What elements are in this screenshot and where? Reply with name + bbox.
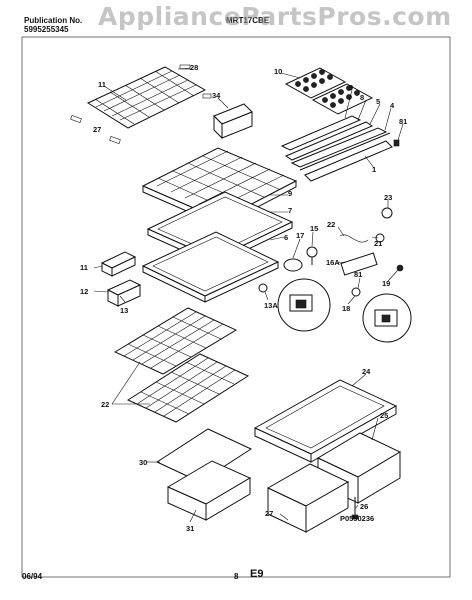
callout-label: 7 — [288, 206, 292, 215]
footer-date: 06/94 — [22, 572, 43, 581]
leader-lines — [93, 67, 404, 523]
callout-label: 27 — [265, 509, 273, 518]
dairy-bin — [213, 103, 253, 140]
callout-label: 1 — [372, 165, 376, 174]
crisper-cover-25 — [253, 379, 398, 463]
callout-label: 9 — [349, 83, 353, 92]
callout-label: 21 — [374, 239, 382, 248]
door-bin-12 — [100, 251, 137, 277]
meat-pan-cover-30 — [155, 428, 253, 483]
screw-27 — [351, 497, 359, 520]
callout-label: 28 — [190, 63, 198, 72]
callout-label: 10 — [274, 67, 282, 76]
callout-label: 22 — [327, 220, 335, 229]
callout-label: 11 — [98, 80, 106, 89]
thermostat-parts — [339, 207, 404, 276]
callout-label: 8 — [360, 93, 364, 102]
footer-page: 8 — [234, 572, 239, 581]
light-socket — [283, 246, 318, 272]
callout-label: 11 — [80, 263, 88, 272]
callout-label: 17 — [296, 231, 304, 240]
diagram-border — [21, 36, 451, 578]
callout-labels: 11 28 27 34 10 9 8 5 4 81 1 9 7 6 17 15 … — [80, 63, 407, 533]
callout-label: 22 — [101, 400, 109, 409]
callout-label: 9 — [288, 189, 292, 198]
egg-tray-1 — [284, 67, 347, 99]
wire-shelf-24a — [113, 307, 238, 375]
callout-label: 24 — [362, 367, 371, 376]
callout-label: 12 — [80, 287, 88, 296]
watermark: AppliancePartsPros.com — [98, 2, 452, 31]
detail-circle-14 — [258, 278, 331, 332]
shelf-frame-7 — [141, 231, 280, 303]
wire-shelf-upper — [86, 66, 207, 129]
crisper-rail-assembly — [280, 115, 400, 182]
callout-label: 34 — [212, 91, 221, 100]
callout-label: 81 — [399, 117, 407, 126]
callout-label: 23 — [384, 193, 392, 202]
shelf-bracket-right — [179, 64, 212, 99]
wire-shelf-24b — [126, 353, 250, 423]
door-bin-13 — [106, 279, 142, 307]
callout-label: 13 — [120, 306, 128, 315]
publication-label: Publication No. — [24, 16, 83, 25]
callout-label: 13A — [264, 301, 278, 310]
callout-label: 31 — [186, 524, 194, 533]
crisper-pan-28 — [266, 463, 350, 533]
part-code: P0590236 — [340, 514, 374, 523]
shelf-bracket-left — [70, 115, 121, 144]
callout-label: 27 — [93, 125, 101, 134]
callout-label: 25 — [380, 411, 388, 420]
callout-label: 15 — [310, 224, 318, 233]
callout-label: 16A — [326, 258, 340, 267]
callout-label: 19 — [382, 279, 390, 288]
callout-label: 6 — [284, 233, 288, 242]
callout-label: 81 — [354, 270, 362, 279]
callout-label: 30 — [139, 458, 147, 467]
footer-section: E9 — [250, 568, 264, 580]
callout-label: 4 — [390, 101, 395, 110]
detail-circle-19 — [351, 287, 412, 343]
meat-pan-31 — [166, 460, 252, 521]
model-code: MRT17CBE — [226, 16, 270, 25]
publication-number: 5995255345 — [24, 25, 69, 34]
callout-label: 26 — [360, 502, 368, 511]
callout-label: 18 — [342, 304, 350, 313]
callout-label: 5 — [376, 97, 380, 106]
